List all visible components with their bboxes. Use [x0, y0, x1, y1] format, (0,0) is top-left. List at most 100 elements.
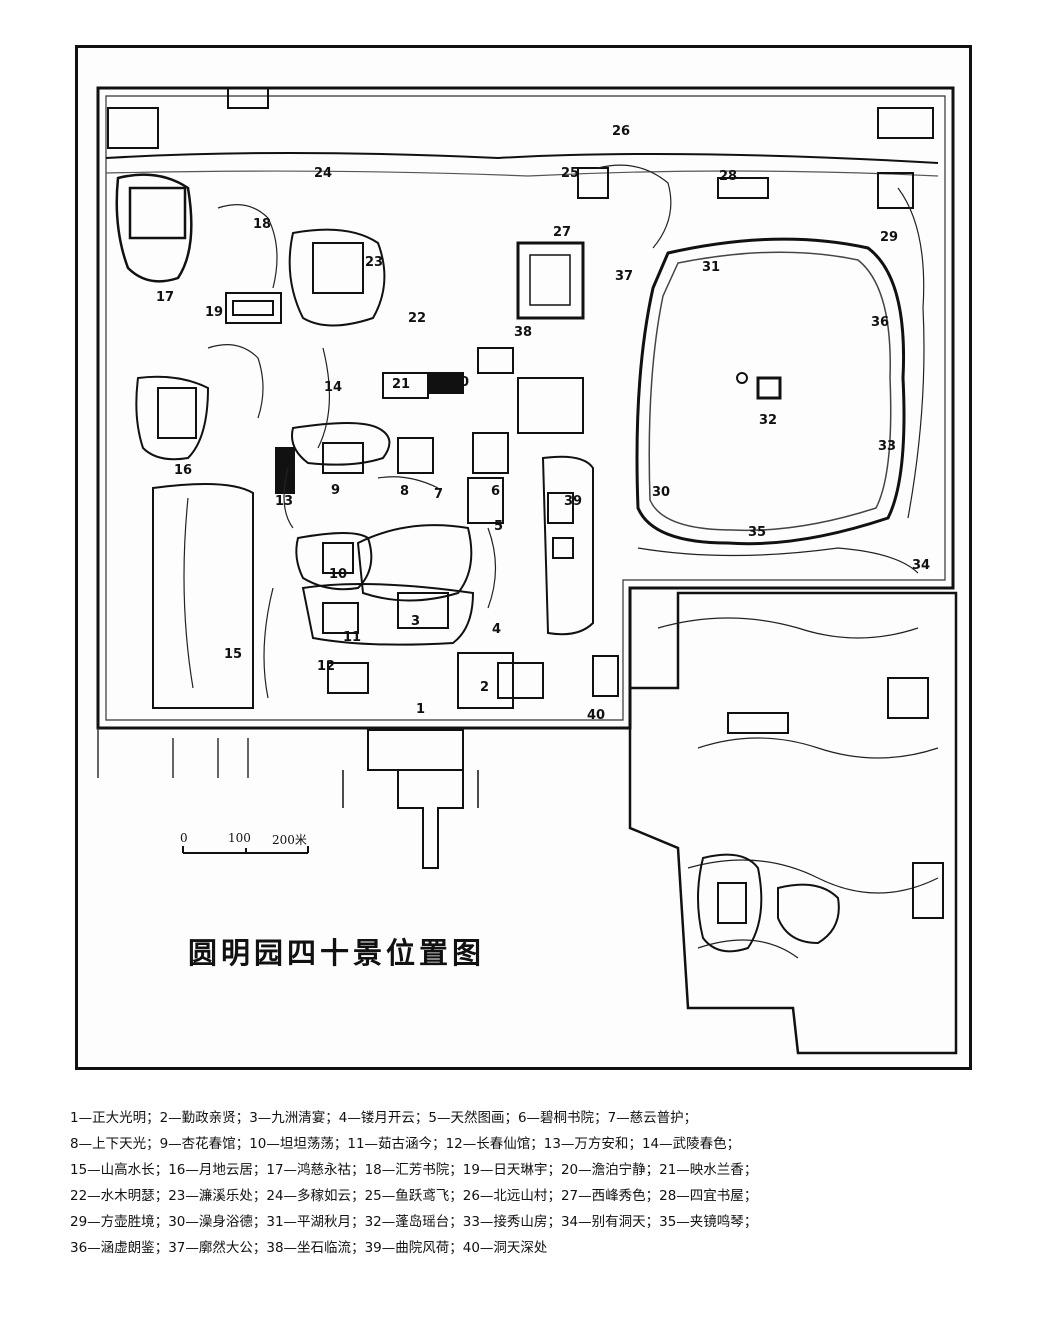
- site-label-18: 18: [253, 217, 272, 232]
- legend-separator: ；: [154, 1240, 169, 1256]
- legend-separator: ；: [154, 1214, 169, 1230]
- legend-item: 12—长春仙馆: [445, 1136, 531, 1152]
- legend-item: 27—西峰秀色: [560, 1188, 646, 1204]
- site-label-28: 28: [719, 169, 738, 184]
- site-label-5: 5: [494, 519, 504, 534]
- site-label-9: 9: [331, 483, 341, 498]
- legend-item: 18—汇芳书院: [364, 1162, 450, 1178]
- legend-item: 21—映水兰香: [659, 1162, 744, 1178]
- site-label-20: 20: [451, 375, 470, 390]
- legend-separator: ；: [414, 1110, 429, 1126]
- site-label-30: 30: [652, 485, 671, 500]
- legend-separator: ；: [547, 1188, 561, 1204]
- legend-separator: ；: [351, 1240, 365, 1256]
- legend-separator: ；: [594, 1110, 608, 1126]
- scale-tick-0: 0: [180, 831, 188, 845]
- site-label-38: 38: [514, 325, 533, 340]
- legend-item: 1—正大光明: [70, 1110, 147, 1126]
- legend-item: 20—澹泊宁静: [560, 1162, 646, 1178]
- legend-item: 31—平湖秋月: [266, 1214, 352, 1230]
- legend-item: 14—武陵春色: [641, 1136, 727, 1152]
- legend-item: 10—坦坦荡荡: [249, 1136, 334, 1152]
- legend-item: 15—山高水长: [70, 1162, 155, 1178]
- legend-separator: ；: [351, 1162, 365, 1178]
- legend-item: 16—月地云居: [168, 1162, 253, 1178]
- site-label-6: 6: [491, 484, 501, 499]
- legend-separator: ；: [252, 1240, 267, 1256]
- legend-separator: ；: [432, 1136, 446, 1152]
- legend-item: 11—茹古涵今: [347, 1136, 433, 1152]
- legend-separator: ；: [252, 1214, 267, 1230]
- site-label-15: 15: [224, 647, 243, 662]
- legend-item: 17—鸿慈永祜: [266, 1162, 352, 1178]
- legend-separator: ；: [235, 1110, 250, 1126]
- legend-separator: ；: [449, 1162, 463, 1178]
- legend-separator: ；: [504, 1110, 518, 1126]
- map-frame: 1 2 3 4 5 6 7 8 9 10 11 12 13 14 15 16 1…: [75, 45, 972, 1070]
- legend-separator: ；: [743, 1188, 758, 1204]
- site-label-26: 26: [612, 124, 631, 139]
- park-wall-inner: [105, 95, 946, 721]
- legend-separator: ；: [252, 1162, 267, 1178]
- legend-item: 26—北远山村: [462, 1188, 548, 1204]
- scale-tick-100: 100: [228, 831, 251, 845]
- legend-item: 32—蓬岛瑶台: [364, 1214, 450, 1230]
- legend: 1—正大光明；2—勤政亲贤；3—九洲清宴；4—镂月开云；5—天然图画；6—碧桐书…: [70, 1105, 970, 1261]
- legend-separator: ；: [252, 1188, 267, 1204]
- site-label-39: 39: [564, 494, 583, 509]
- east-garden-wall: [628, 591, 958, 1055]
- legend-item: 40—洞天深处: [462, 1240, 548, 1256]
- legend-item: 36—涵虚朗鉴: [70, 1240, 155, 1256]
- legend-separator: ；: [530, 1136, 544, 1152]
- legend-item: 28—四宜书屋: [659, 1188, 744, 1204]
- legend-separator: ；: [645, 1162, 660, 1178]
- legend-item: 29—方壶胜境: [70, 1214, 155, 1230]
- legend-item: 6—碧桐书院: [517, 1110, 595, 1126]
- legend-separator: ；: [726, 1136, 741, 1152]
- legend-separator: ；: [743, 1214, 758, 1230]
- site-label-11: 11: [343, 630, 362, 645]
- legend-item: 4—镂月开云: [338, 1110, 415, 1126]
- site-label-2: 2: [480, 680, 490, 695]
- site-label-22: 22: [408, 311, 427, 326]
- legend-separator: ；: [146, 1136, 160, 1152]
- legend-item: 8—上下天光: [70, 1136, 147, 1152]
- west-field: [152, 483, 254, 709]
- site-label-32: 32: [759, 413, 778, 428]
- map-drawing: [96, 86, 958, 1055]
- legend-item: 5—天然图画: [428, 1110, 505, 1126]
- legend-item: 35—夹镜鸣琴: [659, 1214, 744, 1230]
- site-label-12: 12: [317, 659, 336, 674]
- site-label-36: 36: [871, 315, 890, 330]
- legend-separator: ；: [146, 1110, 160, 1126]
- site-label-35: 35: [748, 525, 767, 540]
- legend-item: 2—勤政亲贤: [159, 1110, 236, 1126]
- legend-item: 34—别有洞天: [560, 1214, 646, 1230]
- legend-item: 24—多稼如云: [266, 1188, 352, 1204]
- legend-separator: ；: [154, 1188, 169, 1204]
- legend-separator: ；: [154, 1162, 169, 1178]
- site-label-37: 37: [615, 269, 634, 284]
- scale-tick-200: 200米: [272, 833, 307, 847]
- legend-separator: ；: [547, 1214, 561, 1230]
- legend-item: 19—日天琳宇: [462, 1162, 548, 1178]
- park-wall: [96, 86, 955, 730]
- legend-item: 38—坐石临流: [266, 1240, 352, 1256]
- site-label-34: 34: [912, 558, 931, 573]
- map-title: 圆明园四十景位置图: [188, 936, 486, 970]
- legend-item: 39—曲院风荷: [364, 1240, 450, 1256]
- legend-item: 22—水木明瑟: [70, 1188, 155, 1204]
- legend-separator: ；: [743, 1162, 758, 1178]
- legend-item: 30—澡身浴德: [168, 1214, 253, 1230]
- legend-separator: ；: [628, 1136, 642, 1152]
- legend-separator: ；: [449, 1240, 463, 1256]
- site-label-19: 19: [205, 305, 224, 320]
- site-label-4: 4: [492, 622, 502, 637]
- site-label-13: 13: [275, 494, 294, 509]
- site-label-7: 7: [434, 487, 444, 502]
- legend-item: 37—廓然大公: [168, 1240, 253, 1256]
- site-label-10: 10: [329, 567, 348, 582]
- houhu-lake: [356, 524, 473, 602]
- legend-separator: ；: [325, 1110, 339, 1126]
- fuhai-lake: [635, 237, 906, 546]
